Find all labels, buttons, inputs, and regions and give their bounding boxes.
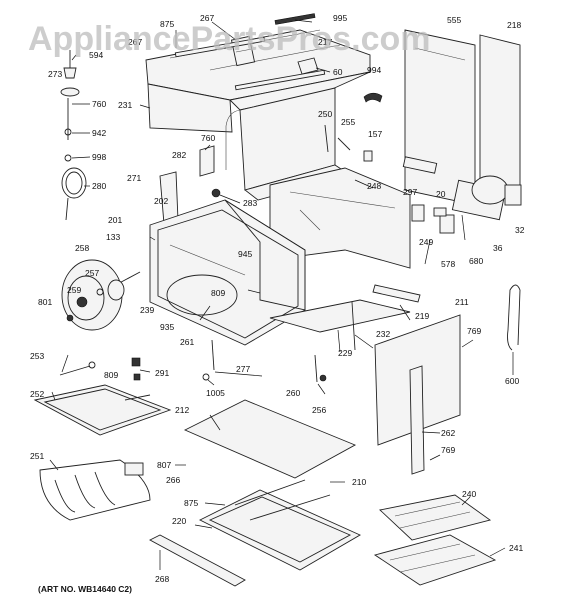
part-label: 260	[286, 388, 300, 398]
part-label: 273	[48, 69, 62, 79]
small-parts-center	[314, 354, 327, 383]
bottom-panel-212	[183, 399, 361, 571]
part-label: 20	[436, 189, 446, 199]
trim-strips	[174, 13, 326, 91]
part-label: 282	[172, 150, 186, 160]
part-label: 267	[200, 13, 214, 23]
part-label: 202	[154, 196, 168, 206]
small-parts-left	[59, 339, 215, 381]
part-label: 256	[312, 405, 326, 415]
part-label: 257	[85, 268, 99, 278]
part-label: 157	[368, 129, 382, 139]
bake-element-251	[39, 459, 151, 521]
temperature-probe	[60, 50, 87, 221]
part-label: 255	[341, 117, 355, 127]
part-label: 217	[318, 37, 332, 47]
part-label: 240	[462, 489, 476, 499]
part-label: 942	[92, 128, 106, 138]
part-label: 249	[419, 237, 433, 247]
part-label: 250	[318, 109, 332, 119]
part-label: 680	[469, 256, 483, 266]
part-label: 801	[38, 297, 52, 307]
part-label: 994	[367, 65, 381, 75]
part-label: 211	[455, 297, 469, 307]
art-number: (ART NO. WB14640 C2)	[38, 584, 132, 594]
part-label: 283	[243, 198, 257, 208]
brackets-282-271	[159, 145, 221, 225]
top-cover-231	[145, 29, 371, 133]
part-label: 600	[505, 376, 519, 386]
part-label: 220	[172, 516, 186, 526]
part-label: 267	[128, 37, 142, 47]
part-label: 594	[89, 50, 103, 60]
part-label: 945	[238, 249, 252, 259]
part-label: 875	[160, 19, 174, 29]
part-label: 578	[441, 259, 455, 269]
part-label: 760	[201, 133, 215, 143]
part-label: 133	[106, 232, 120, 242]
sensors	[324, 124, 373, 162]
oven-cavity	[149, 199, 306, 346]
part-label: 1005	[206, 388, 225, 398]
part-label: 555	[447, 15, 461, 25]
part-label: 259	[67, 285, 81, 295]
floor-plate-232	[269, 299, 411, 351]
convection-fan	[61, 259, 141, 331]
part-label: 60	[333, 67, 343, 77]
trim-268	[149, 534, 246, 587]
part-label: 262	[441, 428, 455, 438]
part-label: 769	[467, 326, 481, 336]
part-labels: 875 267 995 217 555 218 594 273 60 267 9…	[30, 13, 525, 584]
panel-219	[372, 284, 421, 303]
part-label: 266	[166, 475, 180, 485]
part-label: 210	[352, 477, 366, 487]
part-label: 995	[333, 13, 347, 23]
part-label: 32	[515, 225, 525, 235]
part-label: 218	[507, 20, 521, 30]
part-label: 297	[403, 187, 417, 197]
part-label: 239	[140, 305, 154, 315]
part-label: 201	[108, 215, 122, 225]
part-label: 809	[211, 288, 225, 298]
part-label: 760	[92, 99, 106, 109]
side-panel-211	[374, 314, 461, 475]
part-label: 231	[118, 100, 132, 110]
part-label: 219	[415, 311, 429, 321]
leader-lines	[49, 19, 514, 570]
control-parts	[402, 156, 522, 234]
part-label: 241	[509, 543, 523, 553]
part-label: 36	[493, 243, 503, 253]
part-label: 212	[175, 405, 189, 415]
part-label: 229	[338, 348, 352, 358]
part-label: 248	[367, 181, 381, 191]
bracket-994	[363, 92, 383, 103]
part-label: 807	[157, 460, 171, 470]
part-label: 280	[92, 181, 106, 191]
watermark: AppliancePartsPros.com	[28, 20, 430, 58]
part-label: 809	[104, 370, 118, 380]
part-label: 277	[236, 364, 250, 374]
bracket-60	[297, 57, 319, 75]
part-label: 769	[441, 445, 455, 455]
wire-harness-600	[507, 284, 521, 351]
part-label: 253	[30, 351, 44, 361]
part-label: 261	[180, 337, 194, 347]
part-label: 232	[376, 329, 390, 339]
part-label: 258	[75, 243, 89, 253]
part-label: 998	[92, 152, 106, 162]
part-label: 935	[160, 322, 174, 332]
part-label: 268	[155, 574, 169, 584]
part-label: 252	[30, 389, 44, 399]
bake-cover-252	[33, 384, 172, 436]
oven-racks	[373, 494, 497, 586]
part-label: 875	[184, 498, 198, 508]
part-label: 271	[127, 173, 141, 183]
part-label: 251	[30, 451, 44, 461]
part-label: 291	[155, 368, 169, 378]
